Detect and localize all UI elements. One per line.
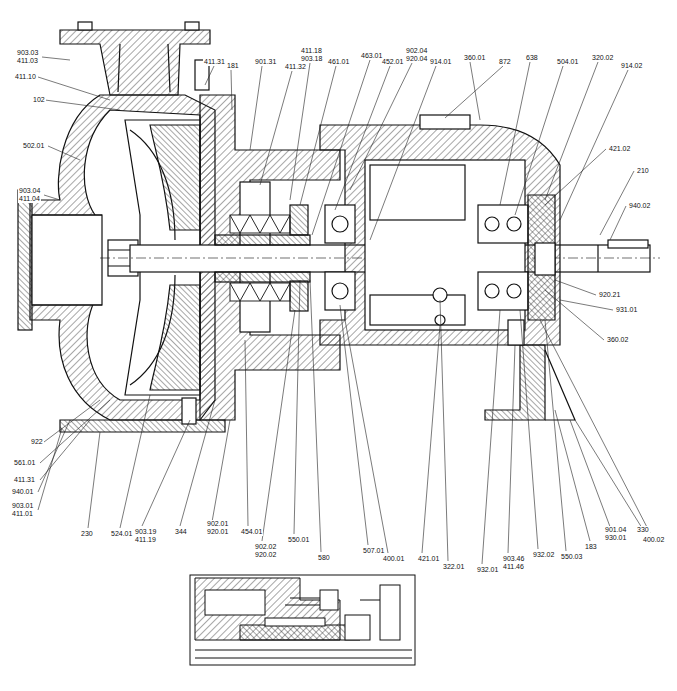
- callout-number: 902.04: [405, 47, 428, 55]
- callout-number: 210: [636, 167, 650, 175]
- callout-number: 902.01: [206, 520, 229, 528]
- callout-number: 400.02: [642, 536, 665, 544]
- callout-number: 901.31: [254, 58, 277, 66]
- callout-number: 903.46: [502, 555, 525, 563]
- callout-number: 411.03: [16, 57, 39, 65]
- callout-number: 932.02: [532, 551, 555, 559]
- callout-number: 940.01: [11, 488, 34, 496]
- callout-number: 561.01: [13, 459, 36, 467]
- callout-number: 322.01: [442, 563, 465, 571]
- callout-number: 320.02: [591, 54, 614, 62]
- callout-number: 524.01: [110, 530, 133, 538]
- callout-number: 181: [226, 62, 240, 70]
- callout-number: 344: [174, 528, 188, 536]
- callout-number: 920.01: [206, 528, 229, 536]
- callout-number: 421.02: [608, 145, 631, 153]
- callout-number: 411.46: [502, 563, 525, 571]
- callout-number: 902.02: [254, 543, 277, 551]
- callout-number: 940.02: [628, 202, 651, 210]
- callout-number: 411.10: [14, 73, 37, 81]
- callout-number: 901.04: [604, 526, 627, 534]
- callout-number: 872: [498, 58, 512, 66]
- callout-number: 360.01: [463, 54, 486, 62]
- callout-number: 183: [584, 543, 598, 551]
- callout-number: 400.01: [382, 555, 405, 563]
- callout-number: 932.01: [476, 566, 499, 574]
- callout-number: 903.03: [16, 49, 39, 57]
- callout-number: 411.31: [13, 476, 36, 484]
- callout-number: 502.01: [22, 142, 45, 150]
- callout-number: 411.31: [203, 58, 226, 66]
- callout-number: 411.18: [300, 47, 323, 55]
- callout-number: 102: [32, 96, 46, 104]
- callout-number: 903.04: [18, 187, 41, 195]
- callout-number: 411.01: [11, 510, 34, 518]
- callout-number: 330: [636, 526, 650, 534]
- callout-number: 914.02: [620, 62, 643, 70]
- callout-number: 914.01: [429, 58, 452, 66]
- callout-number: 550.03: [560, 553, 583, 561]
- callout-number: 452.01: [381, 58, 404, 66]
- callout-number: 411.19: [134, 536, 157, 544]
- callout-number: 360.02: [606, 336, 629, 344]
- callout-number: 504.01: [556, 58, 579, 66]
- callout-number: 931.01: [615, 306, 638, 314]
- callout-number: 421.01: [417, 555, 440, 563]
- callout-number: 930.01: [604, 534, 627, 542]
- callout-number: 411.32: [284, 63, 307, 71]
- callout-number: 903.18: [300, 55, 323, 63]
- callout-number: 903.19: [134, 528, 157, 536]
- callout-number: 920.21: [598, 291, 621, 299]
- callout-number: 922: [30, 438, 44, 446]
- callout-number: 463.01: [360, 52, 383, 60]
- callout-number: 920.02: [254, 551, 277, 559]
- callout-number: 507.01: [362, 547, 385, 555]
- callout-number: 461.01: [327, 58, 350, 66]
- callout-number: 550.01: [287, 536, 310, 544]
- callout-number: 230: [80, 530, 94, 538]
- callout-number: 411.04: [18, 195, 41, 203]
- callout-number: 454.01: [240, 528, 263, 536]
- callout-number: 903.01: [11, 502, 34, 510]
- callout-number: 920.04: [405, 55, 428, 63]
- callout-number: 638: [525, 54, 539, 62]
- callout-number: 580: [317, 554, 331, 562]
